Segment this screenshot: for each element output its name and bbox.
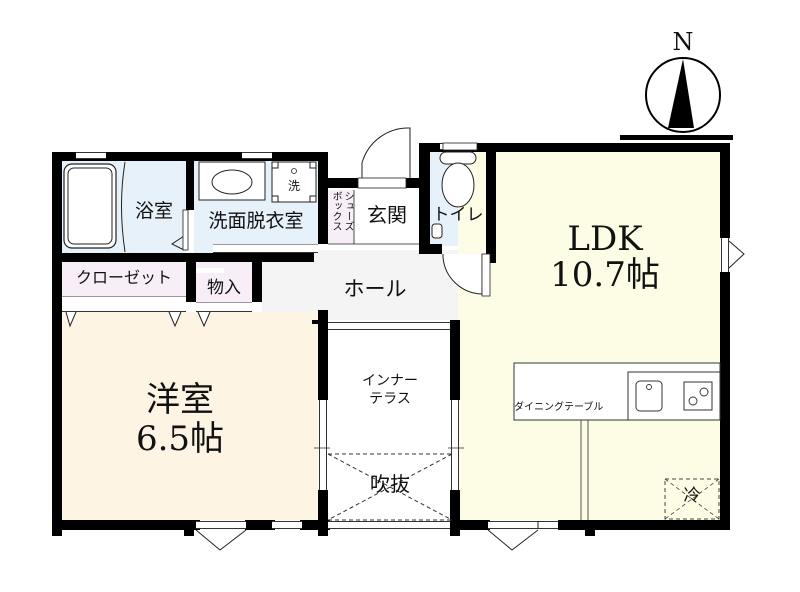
shoebox-label: シューズ ボックス: [329, 191, 353, 243]
room-entrance: [355, 190, 419, 244]
window-ldk-bottom: [488, 521, 558, 529]
terrace-label-line2: テラス: [369, 391, 411, 407]
wall-storage-right: [252, 256, 262, 302]
room-closet: [62, 262, 186, 296]
wall-storage-shelf: [196, 268, 224, 273]
fridge-label: 冷: [683, 486, 701, 506]
toilet-label: トイレ: [432, 205, 484, 225]
compass-north-label: N: [672, 28, 694, 56]
wall-stub-3: [585, 520, 595, 536]
closet-label: クローゼット: [75, 268, 172, 287]
wall-right-lower: [720, 272, 730, 530]
wall-top-ldk: [486, 143, 730, 152]
window-bath: [76, 152, 106, 159]
wall-hall-bottom: [312, 320, 328, 324]
window-ldk-right: [721, 238, 729, 272]
ldk-size: 10.7帖: [550, 255, 660, 295]
wall-bottom-ldk-left: [450, 520, 490, 530]
wall-top-entrance-right: [406, 178, 428, 188]
wall-washroom-right: [318, 152, 328, 244]
window-terrace-left: [319, 400, 327, 490]
storage-label: 物入: [207, 278, 241, 298]
wall-entrance-toilet: [419, 143, 430, 247]
wall-toilet-right: [486, 143, 496, 263]
bath-label: 浴室: [134, 200, 173, 222]
wall-stub-1: [52, 520, 62, 536]
wall-terrace-left: [318, 320, 328, 400]
room-shoebox: [328, 190, 354, 244]
room-western: [62, 312, 318, 520]
western-size: 6.5帖: [135, 419, 225, 459]
window-closet-door: [62, 296, 186, 312]
wall-bath-bottom: [52, 253, 314, 262]
wall-terrace-right-low: [450, 490, 460, 536]
void-label: 吹抜: [370, 472, 410, 496]
wall-bottom-mid: [245, 520, 275, 530]
wall-bath-washroom: [186, 152, 194, 210]
hall-label: ホール: [343, 277, 407, 301]
ldk-label: LDK: [567, 219, 643, 259]
wall-left: [52, 152, 62, 536]
entrance-label: 玄関: [367, 203, 407, 227]
window-terrace-bottom: [328, 521, 450, 529]
dining-table-label: ダイニングテーブル: [514, 402, 604, 413]
wall-top-entrance-left: [318, 178, 358, 188]
wall-bottom-mid2: [300, 520, 330, 530]
window-western-bottom-2: [272, 521, 302, 529]
room-terrace: [328, 330, 452, 526]
wall-closet-storage: [186, 256, 196, 302]
wall-bottom-ldk-right: [558, 520, 730, 530]
shoebox-label-col2: ボックス: [330, 191, 341, 231]
window-terrace-right: [451, 400, 459, 490]
wall-terrace-right: [450, 320, 460, 400]
room-ldk-upper: [496, 150, 720, 270]
window-storage-door: [196, 302, 252, 312]
window-washroom: [242, 152, 272, 159]
wall-bottom-left: [52, 520, 200, 530]
wall-stub-2: [184, 520, 194, 536]
window-western-bottom: [196, 521, 246, 529]
washer-label: 洗: [287, 179, 300, 193]
shoebox-label-col1: シューズ: [342, 191, 353, 231]
window-terrace-top: [328, 322, 450, 330]
wall-right-upper: [720, 143, 730, 238]
window-washer-bottom: [213, 244, 318, 253]
washroom-label: 洗面脱衣室: [208, 210, 304, 232]
wall-toilet-bottom: [419, 244, 442, 254]
wall-terrace-left-low: [318, 490, 328, 536]
western-label: 洋室: [146, 380, 214, 420]
terrace-label-line1: インナー: [362, 373, 418, 389]
